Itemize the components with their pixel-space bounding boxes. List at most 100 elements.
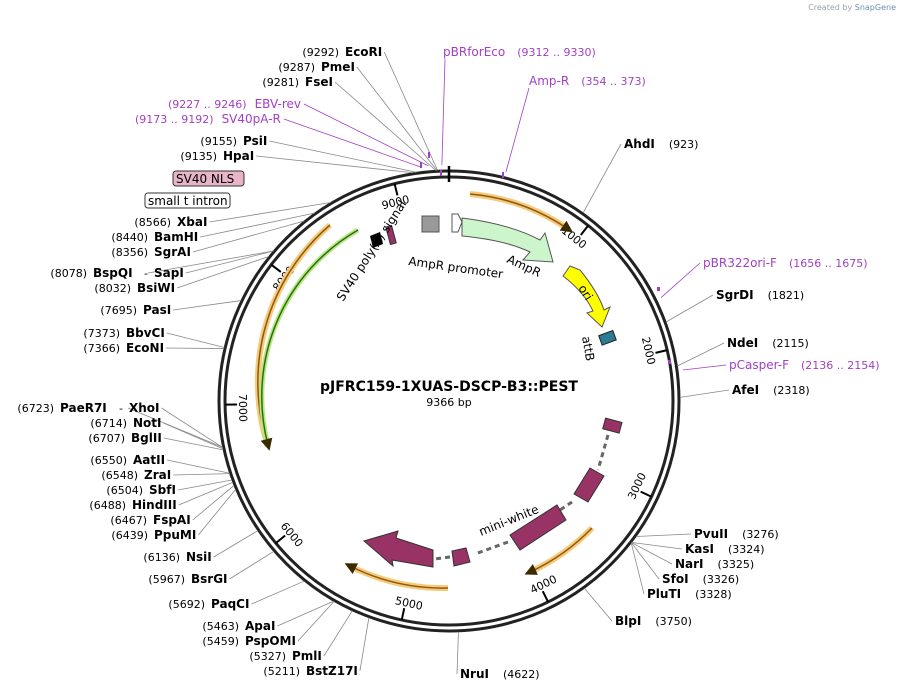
tick-label-3000: 3000 [625, 471, 649, 502]
primer-pbrforeco: pBRforEco (9312 .. 9330) [443, 45, 596, 59]
enzyme-name-pspomi: PspOMI [245, 634, 296, 648]
primer-pos-ampr_primer: (354 .. 373) [581, 75, 646, 88]
enzyme-pos-ppumi: (6439) [111, 529, 148, 542]
enzyme-name-pvuii: PvuII [694, 527, 728, 541]
enzyme-pos-bbvci: (7373) [83, 327, 120, 340]
enzyme-pos-kasi: (3324) [728, 543, 765, 556]
leader-bsiwi [176, 256, 269, 289]
primer-name-pbrforeco: pBRforEco [443, 45, 505, 59]
enzyme-name-bamhi: BamHI [154, 230, 198, 244]
sv40-nls-box [172, 170, 245, 187]
leader-pluti [630, 542, 645, 595]
enzyme-xhoi: XhoI- [119, 401, 160, 415]
enzyme-fspai: FspAI(6467) [110, 513, 190, 527]
small-t-intron-label: small t intron [148, 194, 228, 208]
enzyme-psii: PsiI(9155) [200, 134, 267, 148]
plasmid-size: 9366 bp [426, 396, 471, 409]
leader-bglii [163, 437, 224, 451]
enzyme-name-noti: NotI [133, 416, 162, 430]
enzyme-pos-bspqi: (8078) [50, 267, 87, 280]
sv40-polya-label: SV40 poly(A) signal [334, 198, 410, 304]
enzyme-pos-hpai: (9135) [180, 150, 217, 163]
sv40-polya-feature [385, 224, 397, 246]
tick-1000 [580, 224, 590, 236]
leader-pspomi [297, 601, 335, 642]
attb-label: attB [579, 335, 597, 362]
enzyme-pos-sgrai: (8356) [111, 246, 148, 259]
enzyme-pos-sbfi: (6504) [106, 484, 143, 497]
enzyme-pos-pasi: (7695) [100, 304, 137, 317]
enzyme-econi: EcoNI(7366) [83, 341, 164, 355]
enzyme-pasi: PasI (7695) [100, 303, 171, 317]
primer-mark-ebvrev [428, 152, 430, 158]
primer-leader-sv40par [283, 118, 421, 168]
primer-name-ebvrev: EBV-rev [255, 97, 301, 111]
primer-pos-ebvrev: (9227 .. 9246) [168, 98, 247, 111]
enzyme-name-hpai: HpaI [223, 149, 254, 163]
enzyme-apai: ApaI(5463) [202, 619, 275, 633]
tick-label-7000: 7000 [236, 394, 249, 422]
credit-brand: SnapGene [854, 3, 896, 12]
tick-4000 [541, 590, 549, 603]
primer-mark-sv40par [420, 162, 422, 168]
leader-econi [166, 347, 225, 349]
leader-hpai [256, 155, 414, 174]
tick-9000 [393, 183, 399, 196]
leader-lines [127, 51, 730, 675]
enzyme-sfoi: SfoI(3326) [662, 572, 739, 586]
enzyme-blpi: BlpI(3750) [615, 614, 692, 628]
enzyme-pos-ahdi: (923) [669, 138, 699, 151]
enzyme-name-sgrai: SgrAI [154, 245, 191, 259]
enzyme-pspomi: PspOMI(5459) [202, 634, 296, 648]
primer-mark-pbr322orif [657, 287, 660, 291]
tick-8000 [270, 263, 282, 273]
attb-feature [598, 329, 617, 346]
leader-blpi [584, 587, 613, 622]
ampr-promoter-label: AmpR promoter [408, 254, 504, 281]
enzyme-ahdi: AhdI (923) [624, 137, 698, 151]
enzyme-name-ahdi: AhdI [624, 137, 655, 151]
snapgene-credit: Created by SnapGene [808, 3, 896, 12]
enzyme-name-bsiwi: BsiWI [137, 281, 175, 295]
primer-pos-pbrforeco: (9312 .. 9330) [517, 46, 596, 59]
enzyme-sgrai: SgrAI (8356) [111, 245, 190, 259]
enzyme-name-sgrdi: SgrDI [716, 288, 754, 302]
enzyme-pos-afei: (2318) [773, 384, 810, 397]
enzyme-labels: EcoRI(9292)PmeI(9287)FseI(9281)PsiI(9155… [17, 45, 809, 681]
enzyme-pos-econi: (7366) [83, 342, 120, 355]
leader-hindiii [178, 481, 233, 506]
tick-label-6000: 6000 [278, 520, 306, 550]
enzyme-xbai: XbaI(8566) [134, 215, 207, 229]
enzyme-pos-hindiii: (6488) [89, 499, 126, 512]
tick-3000 [640, 490, 652, 498]
enzyme-pos-zrai: (6548) [101, 469, 138, 482]
primer-name-pcasperf: pCasper-F [729, 358, 789, 372]
enzyme-paer7i: PaeR7I(6723) [17, 401, 106, 415]
enzyme-bspqi: BspQI(8078) [50, 266, 132, 280]
enzyme-pos-ndei: (2115) [772, 337, 809, 350]
tick-label-2000: 2000 [639, 336, 658, 366]
leader-pmli [323, 610, 353, 657]
leader-nrui [456, 631, 459, 675]
enzyme-name-pasi: PasI [143, 303, 171, 317]
primer-mark-pcasperf [668, 360, 671, 364]
grey-feature [421, 215, 440, 233]
orf-arc-left-inner [259, 227, 360, 446]
enzyme-name-psii: PsiI [243, 134, 267, 148]
primer-pos-pbr322orif: (1656 .. 1675) [789, 257, 868, 270]
enzyme-name-pmei: PmeI [321, 60, 355, 74]
primer-pcasperf: pCasper-F(2136 .. 2154) [729, 358, 880, 372]
tick-2000 [655, 349, 668, 354]
enzyme-nrui: NruI(4622) [460, 667, 540, 681]
enzyme-bsiwi: BsiWI(8032) [94, 281, 175, 295]
leader-afei [679, 389, 730, 398]
enzyme-pos-ecori: (9292) [302, 46, 339, 59]
leader-noti [163, 422, 224, 450]
tick-label-5000: 5000 [394, 594, 424, 613]
enzyme-pos-pluti: (3328) [695, 588, 732, 601]
enzyme-pos-noti: (6714) [90, 417, 127, 430]
enzyme-name-zrai: ZraI [144, 468, 171, 482]
enzyme-pos-pmli: (5327) [249, 650, 286, 663]
leader-bstz17i [359, 617, 370, 672]
